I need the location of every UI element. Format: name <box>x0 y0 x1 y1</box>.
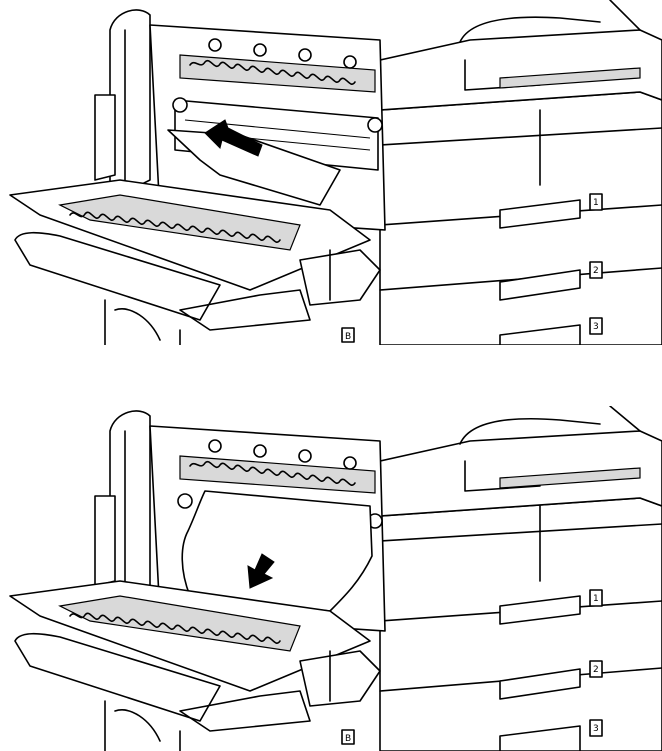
tray-handle-1 <box>499 595 581 625</box>
tray-label-2: 2 <box>593 665 599 675</box>
printer-illustration-bottom: 1 2 3 B <box>9 406 662 751</box>
arrow-icon <box>247 553 275 589</box>
tray-handle-3 <box>499 324 581 345</box>
tray-handle-2 <box>499 269 581 301</box>
tray-number-icon <box>589 719 603 737</box>
arrow-icon <box>204 119 263 157</box>
tray-label-3: 3 <box>593 322 599 332</box>
open-door <box>9 179 381 345</box>
tray-label-1: 1 <box>593 198 599 208</box>
printer-cabinet: 1 2 3 B <box>341 406 662 751</box>
diagram-panel-paper-feed: 1 2 3 B <box>0 406 662 751</box>
tray-number-icon <box>589 261 603 279</box>
open-door <box>9 580 381 751</box>
tray-number-icon <box>589 589 603 607</box>
tray-number-icon <box>589 317 603 335</box>
tray-label-3: 3 <box>593 724 599 734</box>
tray-number-icon <box>589 660 603 678</box>
diagram-panel-remove-paper: 1 2 3 B <box>0 0 662 345</box>
printer-illustration-top: 1 2 3 B <box>9 0 662 345</box>
tray-handle-2 <box>499 668 581 700</box>
tray-handle-1 <box>499 199 581 229</box>
tray-label-2: 2 <box>593 266 599 276</box>
tray-number-icon <box>589 193 603 211</box>
door-label-box <box>341 729 355 745</box>
feeding-paper <box>181 490 373 612</box>
tray-handle-3 <box>499 725 581 751</box>
door-label: B <box>345 332 351 342</box>
door-label-box <box>341 327 355 343</box>
door-label: B <box>345 734 351 744</box>
printer-cabinet: 1 2 3 B <box>341 0 662 345</box>
tray-label-1: 1 <box>593 594 599 604</box>
